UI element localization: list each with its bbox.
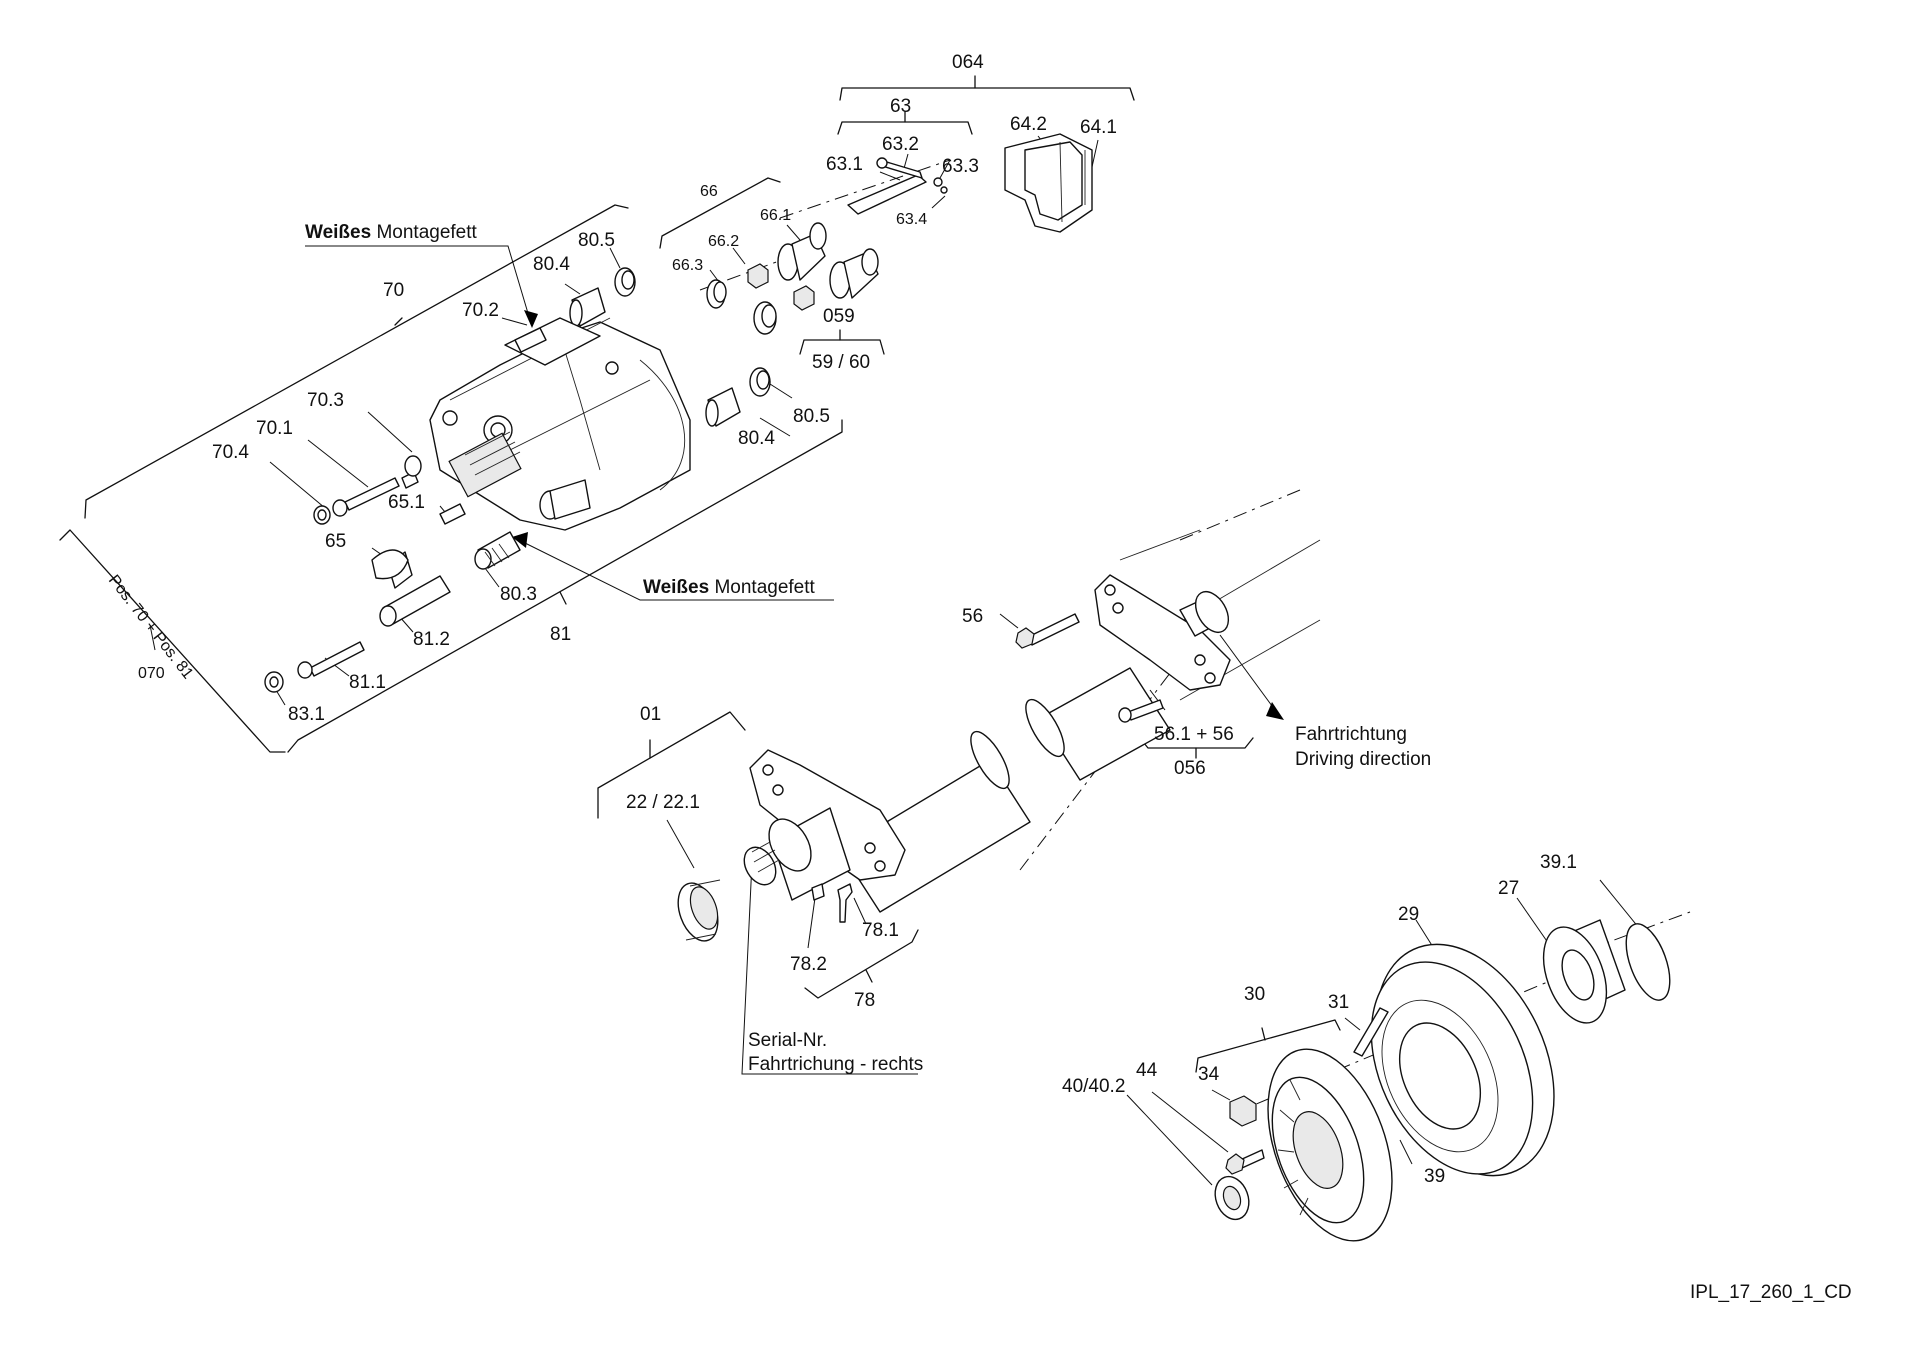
label-70-2: 70.2 <box>462 300 499 321</box>
label-66-3: 66.3 <box>672 257 703 274</box>
pad-retainer <box>847 157 948 215</box>
label-80-5-upper: 80.5 <box>578 230 615 251</box>
label-70-3: 70.3 <box>307 390 344 411</box>
label-66: 66 <box>700 183 718 200</box>
note-arrows <box>512 310 1284 720</box>
label-81-2: 81.2 <box>413 629 450 650</box>
drawing-id: IPL_17_260_1_CD <box>1690 1282 1852 1303</box>
label-70-4: 70.4 <box>212 442 249 463</box>
label-78-2: 78.2 <box>790 954 827 975</box>
label-80-5-lower: 80.5 <box>793 406 830 427</box>
grease-note-upper: Weißes Montagefett <box>305 222 478 243</box>
driving-direction-arrow <box>1266 702 1284 720</box>
label-29: 29 <box>1398 904 1419 925</box>
label-39-1: 39.1 <box>1540 852 1577 873</box>
label-27: 27 <box>1498 878 1519 899</box>
label-056: 056 <box>1174 758 1206 779</box>
label-63-3: 63.3 <box>942 156 979 177</box>
bellows-and-seals <box>569 222 879 427</box>
label-63: 63 <box>890 96 911 117</box>
label-56-1: 56.1 + 56 <box>1154 724 1234 745</box>
label-83-1: 83.1 <box>288 704 325 725</box>
label-66-2: 66.2 <box>708 233 739 250</box>
label-70-1: 70.1 <box>256 418 293 439</box>
label-66-1: 66.1 <box>760 207 791 224</box>
label-31: 31 <box>1328 992 1349 1013</box>
label-80-4-upper: 80.4 <box>533 254 570 275</box>
grease-arrow-lower <box>512 532 528 548</box>
label-63-4: 63.4 <box>896 211 927 228</box>
label-65: 65 <box>325 531 346 552</box>
label-44: 44 <box>1136 1060 1158 1081</box>
caliper-body <box>429 317 691 531</box>
label-64-2: 64.2 <box>1010 114 1047 135</box>
label-64-1: 64.1 <box>1080 117 1117 138</box>
label-059: 059 <box>823 306 855 327</box>
label-064: 064 <box>952 52 984 73</box>
axle-assembly <box>677 529 1321 942</box>
label-63-2: 63.2 <box>882 134 919 155</box>
serial-note-line1: Serial-Nr. <box>748 1030 827 1051</box>
label-65-1: 65.1 <box>388 492 425 513</box>
label-80-4-lower: 80.4 <box>738 428 775 449</box>
label-81: 81 <box>550 624 571 645</box>
label-59-60: 59 / 60 <box>812 352 870 373</box>
label-78-1: 78.1 <box>862 920 899 941</box>
serial-note-line2: Fahrtrichung - rechts <box>748 1054 923 1075</box>
grease-arrow-upper <box>524 310 538 328</box>
label-56: 56 <box>962 606 983 627</box>
hub-disc-group <box>1214 919 1671 1242</box>
assembly-notes: Weißes Montagefett Weißes Montagefett Fa… <box>305 222 1852 1303</box>
driving-direction-en: Driving direction <box>1295 749 1431 770</box>
label-070: 070 <box>138 665 165 682</box>
label-63-1: 63.1 <box>826 154 863 175</box>
label-01: 01 <box>640 704 661 725</box>
grease-note-lower: Weißes Montagefett <box>643 577 816 598</box>
pins-and-bolts <box>264 455 521 693</box>
label-80-3: 80.3 <box>500 584 537 605</box>
driving-direction-de: Fahrtrichtung <box>1295 724 1407 745</box>
label-78: 78 <box>854 990 875 1011</box>
brake-pads <box>1004 133 1093 233</box>
label-30: 30 <box>1244 984 1265 1005</box>
label-34: 34 <box>1198 1064 1220 1085</box>
label-40-40-2: 40/40.2 <box>1062 1076 1125 1097</box>
label-70: 70 <box>383 280 404 301</box>
label-22: 22 / 22.1 <box>626 792 700 813</box>
label-39: 39 <box>1424 1166 1445 1187</box>
label-81-1: 81.1 <box>349 672 386 693</box>
group-brackets <box>59 75 1341 1073</box>
